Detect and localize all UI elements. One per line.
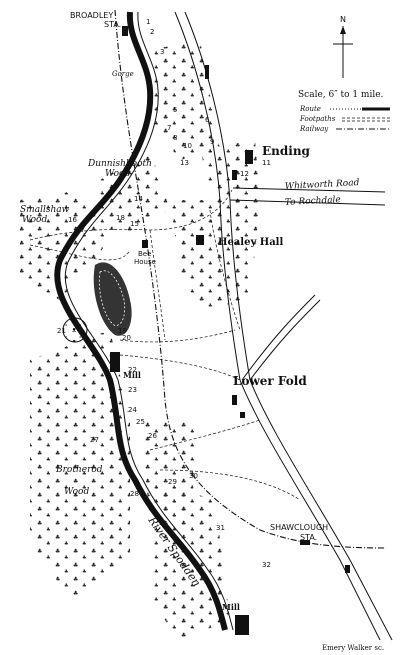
label-ending: Ending [262,144,311,158]
mill-lodge [62,262,132,343]
label-house: House [134,258,156,266]
route-point: 17 [76,226,85,234]
route-point: 32 [262,561,271,569]
route-point: 20 [122,334,131,342]
route-point: 31 [216,524,225,532]
route-point: 30 [189,472,198,480]
route-point: 16 [68,216,77,224]
label-whitworth-road: Whitworth Road [285,178,360,192]
legend-railway-label: Railway [299,125,329,133]
label-smallshaw-wood: Wood [22,215,47,225]
route-point: 23 [128,386,137,394]
label-mill-upper: Mill [123,370,141,380]
label-brotherod-wood: Wood [64,487,89,497]
route-point: 1 [146,18,150,26]
route-point: 21 [57,327,66,335]
route-point: 28 [130,490,139,498]
route-point: 24 [128,406,137,414]
label-broadley: BROADLEY [70,11,113,20]
route-point: 6 [205,116,210,124]
map-legend: Scale, 6″ to 1 mile. Route Footpaths Rai… [298,90,390,133]
label-dunnishbooth: Dunnishbooth [87,159,152,169]
route-point: 25 [136,418,145,426]
main-road [174,11,393,641]
label-dunnishbooth-wood: Wood [105,169,130,179]
route-point: 22 [128,366,137,374]
label-smallshaw: Smallshaw [20,205,70,215]
label-shawclough-sta: STA. [300,533,317,542]
scale-text: Scale, 6″ to 1 mile. [298,90,384,100]
footpaths [29,189,301,501]
route-point: 9 [210,138,214,146]
route-point: 10 [183,142,192,150]
label-shawclough: SHAWCLOUGH [270,523,328,532]
route-point: 12 [240,170,249,178]
label-broadley-sta: STA. [104,20,121,29]
label-to-rochdale: To Rochdale [285,195,341,208]
label-gorge: Gorge [112,70,134,78]
route-point: 13 [180,159,189,167]
woodland [20,40,260,640]
route-point: 7 [167,124,171,132]
north-arrow-icon: N [333,15,353,78]
route-point: 5 [173,106,177,114]
route-point: 26 [148,432,157,440]
label-healey-hall: Healey Hall [218,237,283,248]
legend-footpaths-label: Footpaths [299,115,336,123]
legend-route-label: Route [299,105,321,113]
route-point: 29 [168,478,177,486]
north-label: N [340,15,346,24]
buildings [110,26,350,635]
route-point: 18 [116,214,125,222]
route-point: 4 [147,84,152,92]
route-point: 19 [118,327,127,335]
route-point: 14 [134,195,143,203]
label-brotherod: Brotherod [55,465,103,475]
railway-line [114,9,386,549]
route-point: 3 [160,48,164,56]
route-point: 15 [130,220,139,228]
route-point: 11 [262,159,271,167]
route-point-labels: 1 2 3 4 5 6 7 8 9 10 11 12 13 14 15 16 1… [57,18,271,569]
route-point: 27 [90,436,99,444]
label-lower-fold: Lower Fold [233,374,307,388]
label-mill-lower: Mill [222,602,240,612]
route-point: 8 [173,134,177,142]
label-bee: Bee [138,250,151,258]
route-point: 2 [150,28,154,36]
engraver-credit: Emery Walker sc. [322,644,384,652]
